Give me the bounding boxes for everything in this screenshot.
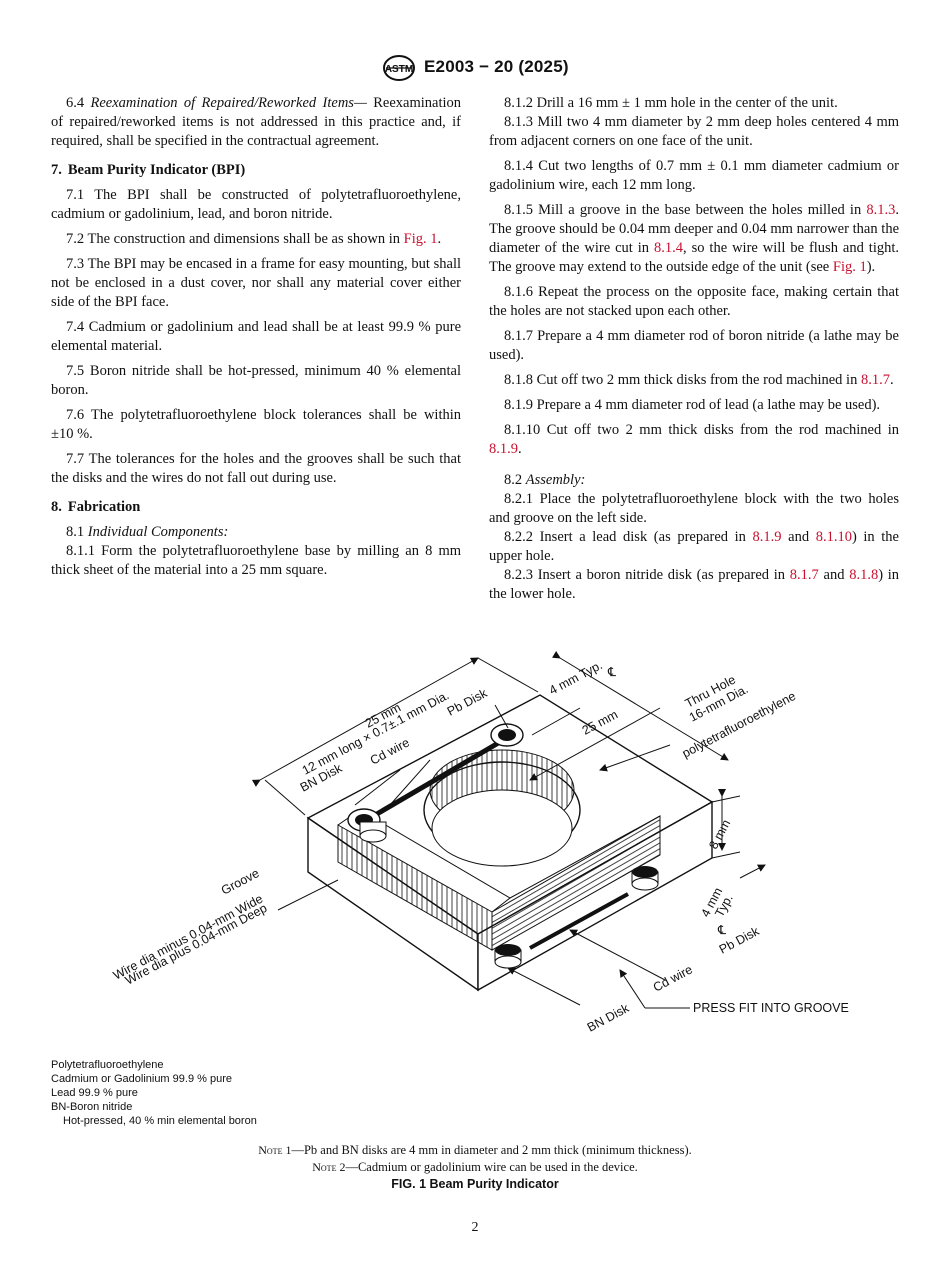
fig-1-link[interactable]: Fig. 1 [403, 231, 438, 247]
figure-legend: Polytetrafluoroethylene Cadmium or Gadol… [51, 1058, 257, 1128]
ref-8-1-4-link[interactable]: 8.1.4 [654, 240, 683, 256]
ref-8-1-9-link[interactable]: 8.1.9 [489, 441, 518, 457]
paragraph-8-1: 8.1 Individual Components: [66, 524, 229, 540]
ref-8-1-7-link[interactable]: 8.1.7 [860, 372, 890, 388]
paragraph-6-4: 6.4 Reexamination of Repaired/Reworked I… [51, 95, 462, 149]
paragraph-8-1-7: 8.1.7 Prepare a 4 mm diameter rod of bor… [489, 328, 899, 363]
note-1: Note 1—Pb and BN disks are 4 mm in diame… [258, 1143, 692, 1157]
label-bn-disk-lower: BN Disk [585, 1001, 632, 1035]
label-centerline-lower: ℄ [717, 923, 727, 937]
svg-text:ASTM: ASTM [385, 64, 413, 75]
paragraph-8-1-3: 8.1.3 Mill two 4 mm diameter by 2 mm dee… [489, 114, 899, 149]
label-centerline-top: ℄ [607, 665, 617, 679]
legend-item: BN-Boron nitride [51, 1101, 133, 1113]
section-7-heading: 7.Beam Purity Indicator (BPI) [51, 162, 246, 178]
paragraph-8-1-8: 8.1.8 Cut off two 2 mm thick disks from … [504, 372, 894, 388]
paragraph-8-2: 8.2 Assembly: [504, 472, 586, 488]
fig-1-link[interactable]: Fig. 1 [832, 259, 867, 275]
page-number: 2 [471, 1220, 479, 1235]
figure-1-drawing: 25 mm 12 mm long × 0.7±.1 mm Dia. Cd wir… [100, 650, 860, 1045]
center-hole [423, 749, 581, 867]
label-pb-disk-top: Pb Disk [445, 686, 490, 719]
paragraph-7-3: 7.3 The BPI may be encased in a frame fo… [51, 256, 461, 310]
bn-disk-top [347, 808, 387, 843]
ref-8-1-8-link[interactable]: 8.1.8 [849, 567, 879, 583]
paragraph-8-1-4: 8.1.4 Cut two lengths of 0.7 mm ± 0.1 mm… [489, 158, 899, 193]
ref-8-1-9-link[interactable]: 8.1.9 [752, 529, 782, 545]
groove-channel [337, 809, 661, 951]
bn-disk-lower [494, 944, 522, 969]
paragraph-8-2-3: 8.2.3 Insert a boron nitride disk (as pr… [489, 567, 900, 602]
ref-8-1-10-link[interactable]: 8.1.10 [815, 529, 852, 545]
beam-purity-indicator-drawing: 25 mm 12 mm long × 0.7±.1 mm Dia. Cd wir… [111, 650, 849, 1035]
paragraph-8-1-10: 8.1.10 Cut off two 2 mm thick disks from… [489, 422, 899, 457]
cd-wire-lower [529, 892, 629, 950]
pb-disk-lower [631, 866, 659, 891]
legend-item: Polytetrafluoroethylene [51, 1059, 164, 1071]
paragraph-8-2-2: 8.2.2 Insert a lead disk (as prepared in… [489, 529, 899, 564]
note-2: Note 2—Cadmium or gadolinium wire can be… [312, 1160, 638, 1174]
section-8-heading: 8.Fabrication [51, 499, 141, 515]
standard-designation: E2003 − 20 (2025) [424, 57, 569, 76]
astm-logo-icon: ASTM [383, 55, 415, 81]
paragraph-8-1-2: 8.1.2 Drill a 16 mm ± 1 mm hole in the c… [504, 95, 838, 111]
paragraph-7-7: 7.7 The tolerances for the holes and the… [51, 451, 461, 486]
paragraph-8-2-1: 8.2.1 Place the polytetrafluoroethylene … [489, 491, 899, 526]
label-press-fit: PRESS FIT INTO GROOVE [693, 1001, 849, 1015]
page-header: ASTM E2003 − 20 (2025) [0, 50, 950, 86]
paragraph-7-5: 7.5 Boron nitride shall be hot-pressed, … [51, 363, 461, 398]
paragraph-7-4: 7.4 Cadmium or gadolinium and lead shall… [51, 319, 461, 354]
figure-caption: FIG. 1 Beam Purity Indicator [391, 1177, 559, 1191]
ref-8-1-3-link[interactable]: 8.1.3 [866, 202, 896, 218]
label-cd-wire-lower: Cd wire [651, 962, 695, 994]
paragraph-7-2: 7.2 The construction and dimensions shal… [66, 231, 442, 247]
paragraph-7-1: 7.1 The BPI shall be constructed of poly… [51, 187, 461, 222]
paragraph-8-1-5: 8.1.5 Mill a groove in the base between … [489, 202, 900, 275]
legend-item: Hot-pressed, 40 % min elemental boron [63, 1115, 257, 1127]
ref-8-1-7-link[interactable]: 8.1.7 [789, 567, 819, 583]
paragraph-7-6: 7.6 The polytetrafluoroethylene block to… [51, 407, 461, 442]
pb-disk-top [490, 723, 524, 747]
paragraph-8-1-6: 8.1.6 Repeat the process on the opposite… [489, 284, 899, 319]
right-column: 8.1.2 Drill a 16 mm ± 1 mm hole in the c… [489, 94, 899, 604]
legend-item: Lead 99.9 % pure [51, 1087, 138, 1099]
figure-notes: Note 1—Pb and BN disks are 4 mm in diame… [0, 1142, 950, 1193]
paragraph-8-1-1: 8.1.1 Form the polytetrafluoroethylene b… [51, 543, 461, 578]
paragraph-8-1-9: 8.1.9 Prepare a 4 mm diameter rod of lea… [504, 397, 881, 413]
legend-item: Cadmium or Gadolinium 99.9 % pure [51, 1073, 232, 1085]
left-column: 6.4 Reexamination of Repaired/Reworked I… [51, 94, 461, 586]
label-groove-deep: Wire dia plus 0.04-mm Deep [123, 901, 269, 988]
dimension-lines [251, 650, 766, 1009]
label-4mm-typ-top: 4 mm Typ. [547, 658, 605, 698]
